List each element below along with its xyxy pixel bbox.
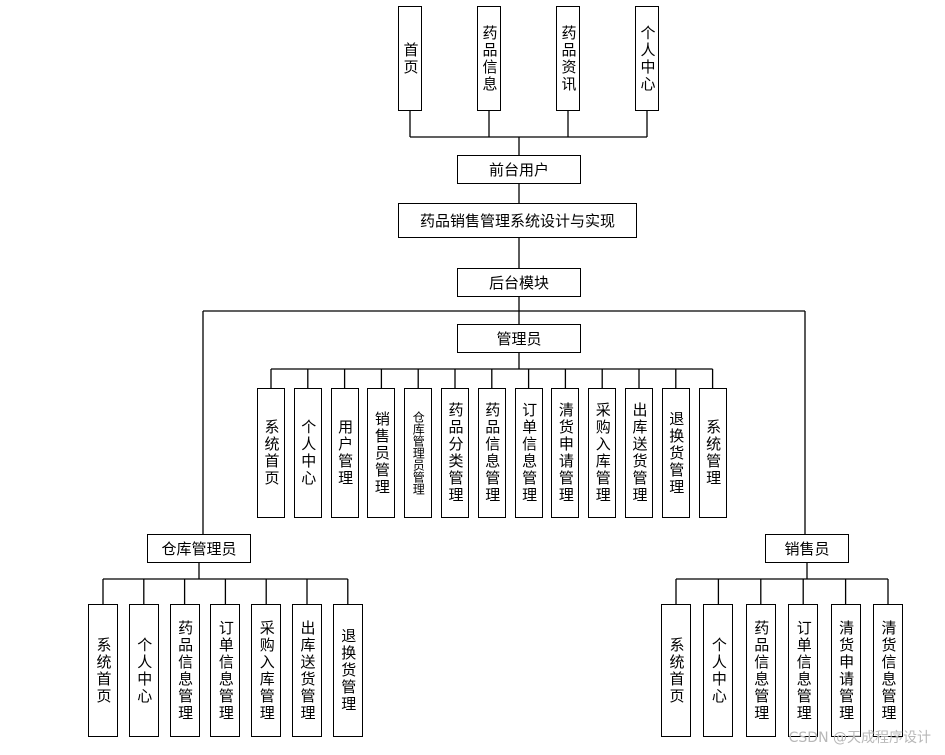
admin-module-box: 仓库管理员管理 xyxy=(404,388,433,518)
sales-module-label: 清货信息管理 xyxy=(879,619,898,722)
warehouse-module-box: 系统首页 xyxy=(88,604,118,737)
sales-module-label: 系统首页 xyxy=(667,636,686,705)
sales-module-label: 个人中心 xyxy=(709,636,728,705)
warehouse-module-label: 退换货管理 xyxy=(339,628,358,713)
admin-module-label: 用户管理 xyxy=(336,419,355,487)
admin-module-label: 仓库管理员管理 xyxy=(411,411,426,495)
warehouse-module-label: 系统首页 xyxy=(94,636,113,705)
admin-module-label: 药品分类管理 xyxy=(446,402,465,504)
front-module-box: 首页 xyxy=(398,6,422,111)
admin-module-box: 用户管理 xyxy=(330,388,359,518)
warehouse-module-box: 出库送货管理 xyxy=(292,604,322,737)
sales-module-box: 清货申请管理 xyxy=(830,604,861,737)
admin-module-label: 采购入库管理 xyxy=(593,402,612,504)
admin-module-label: 销售员管理 xyxy=(372,410,391,496)
admin-module-label: 订单信息管理 xyxy=(520,402,539,504)
admin-module-box: 药品信息管理 xyxy=(477,388,506,518)
admin-module-label: 个人中心 xyxy=(299,419,318,487)
watermark: CSDN @天成程序设计 xyxy=(788,730,931,746)
warehouse-manager-box: 仓库管理员 xyxy=(147,534,251,563)
warehouse-module-label: 采购入库管理 xyxy=(257,619,276,722)
sales-module-box: 系统首页 xyxy=(661,604,691,737)
backend-module-box: 后台模块 xyxy=(457,268,581,297)
admin-module-label: 清货申请管理 xyxy=(556,402,575,504)
sales-module-box: 个人中心 xyxy=(703,604,734,737)
sales-module-label: 清货申请管理 xyxy=(837,619,856,722)
salesperson-box: 销售员 xyxy=(765,534,849,563)
admin-module-box: 采购入库管理 xyxy=(588,388,617,518)
sales-module-box: 订单信息管理 xyxy=(788,604,819,737)
warehouse-module-box: 订单信息管理 xyxy=(210,604,241,737)
front-module-label: 首页 xyxy=(401,41,420,76)
front-module-label: 药品资讯 xyxy=(559,24,578,93)
admin-module-label: 退换货管理 xyxy=(667,410,686,496)
front-module-box: 药品资讯 xyxy=(556,6,580,111)
front-module-box: 个人中心 xyxy=(635,6,659,111)
warehouse-module-box: 采购入库管理 xyxy=(251,604,282,737)
admin-module-box: 清货申请管理 xyxy=(551,388,580,518)
warehouse-module-label: 出库送货管理 xyxy=(298,619,317,722)
admin-module-box: 系统管理 xyxy=(698,388,727,518)
admin-module-box: 销售员管理 xyxy=(367,388,396,518)
admin-module-box: 个人中心 xyxy=(293,388,322,518)
warehouse-module-box: 药品信息管理 xyxy=(169,604,200,737)
admin-module-label: 系统首页 xyxy=(262,419,281,487)
admin-module-box: 退换货管理 xyxy=(661,388,690,518)
warehouse-module-box: 个人中心 xyxy=(128,604,159,737)
sales-module-label: 药品信息管理 xyxy=(752,619,771,722)
front-module-label: 个人中心 xyxy=(638,24,657,93)
warehouse-module-label: 个人中心 xyxy=(135,636,154,705)
front-module-box: 药品信息 xyxy=(477,6,501,111)
admin-module-label: 药品信息管理 xyxy=(483,402,502,504)
warehouse-module-label: 订单信息管理 xyxy=(216,619,235,722)
front-module-label: 药品信息 xyxy=(480,24,499,93)
sales-module-label: 订单信息管理 xyxy=(794,619,813,722)
admin-module-box: 订单信息管理 xyxy=(514,388,543,518)
admin-box: 管理员 xyxy=(457,324,581,353)
admin-module-box: 药品分类管理 xyxy=(441,388,469,518)
admin-module-label: 系统管理 xyxy=(704,419,723,487)
admin-module-box: 系统首页 xyxy=(257,388,285,518)
admin-module-label: 出库送货管理 xyxy=(630,402,649,504)
sales-module-box: 药品信息管理 xyxy=(745,604,776,737)
front-user-box: 前台用户 xyxy=(457,155,581,184)
warehouse-module-label: 药品信息管理 xyxy=(176,619,195,722)
sales-module-box: 清货信息管理 xyxy=(873,604,903,737)
admin-module-box: 出库送货管理 xyxy=(625,388,653,518)
warehouse-module-box: 退换货管理 xyxy=(332,604,363,737)
system-title-box: 药品销售管理系统设计与实现 xyxy=(398,203,637,238)
